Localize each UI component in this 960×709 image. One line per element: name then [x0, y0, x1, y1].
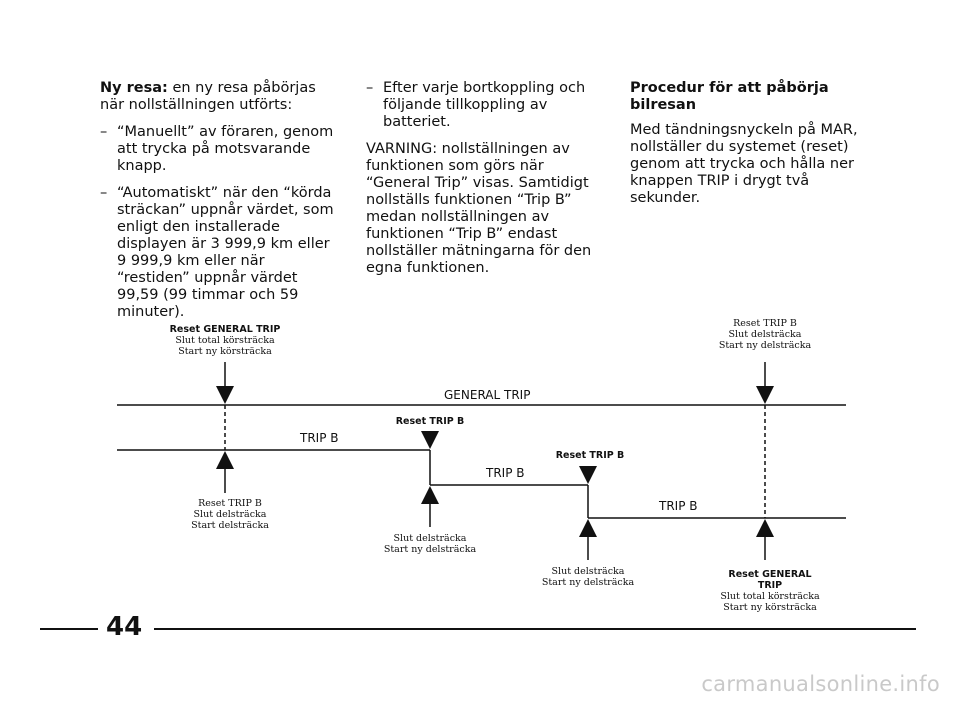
footer-rule-left	[40, 628, 98, 630]
footer-rule-right	[154, 628, 916, 630]
list-item-text: “Manuellt” av föraren, genom att trycka …	[117, 124, 334, 174]
trip-b-label: TRIP B	[486, 466, 525, 480]
annotation-reset-trip-b: Reset TRIP B	[380, 416, 480, 427]
list-item: –“Automatiskt” när den “körda sträckan” …	[100, 185, 334, 320]
annotation-title: Reset GENERAL TRIP	[169, 324, 281, 335]
annotation-line: Reset TRIP B	[198, 498, 262, 509]
annotation-line: Slut delsträcka	[728, 329, 802, 340]
list-item-text: “Automatiskt” när den “körda sträckan” u…	[117, 185, 334, 320]
annotation-line: Start ny delsträcka	[541, 577, 635, 588]
up-arrow-icon	[421, 486, 439, 527]
annotation-bottom-1: Reset TRIP B Slut delsträcka Start delst…	[170, 498, 290, 531]
new-trip-paragraph: Ny resa: en ny resa påbörjas när nollstä…	[100, 80, 340, 114]
page-number: 44	[106, 612, 143, 642]
annotation-line: Reset TRIP B	[733, 318, 797, 329]
annotation-line: Slut total körsträcka	[175, 335, 275, 346]
annotation-bottom-2: Slut delsträcka Start ny delsträcka	[370, 533, 490, 555]
warning-paragraph: VARNING: nollställningen av funktionen s…	[366, 141, 592, 276]
annotation-line: Start ny delsträcka	[718, 340, 812, 351]
middle-column: –Efter varje bortkoppling och följande t…	[366, 80, 598, 287]
general-trip-label: GENERAL TRIP	[444, 388, 531, 402]
annotation-bottom-3: Slut delsträcka Start ny delsträcka	[528, 566, 648, 588]
annotation-title: TRIP	[757, 580, 783, 591]
annotation-title: Reset TRIP B	[555, 450, 625, 461]
annotation-line: Start delsträcka	[191, 520, 269, 531]
new-trip-text: en ny resa påbörjas när nollställningen …	[100, 80, 316, 113]
annotation-top-right: Reset TRIP B Slut delsträcka Start ny de…	[700, 318, 830, 351]
annotation-top-left: Reset GENERAL TRIP Slut total körsträcka…	[145, 324, 305, 357]
trip-b-label: TRIP B	[300, 431, 339, 445]
annotation-bottom-4: Reset GENERAL TRIP Slut total körsträcka…	[700, 569, 840, 613]
annotation-line: Slut delsträcka	[393, 533, 467, 544]
up-arrow-icon	[579, 519, 597, 560]
annotation-line: Start ny körsträcka	[178, 346, 272, 357]
down-arrow-icon	[421, 431, 439, 449]
right-column: Procedur för att påbörja bilresan Med tä…	[630, 80, 860, 217]
new-trip-label: Ny resa:	[100, 80, 168, 96]
annotation-line: Slut total körsträcka	[720, 591, 820, 602]
left-column: Ny resa: en ny resa påbörjas när nollstä…	[100, 80, 340, 331]
down-arrow-icon	[216, 362, 234, 404]
annotation-title: Reset GENERAL	[728, 569, 812, 580]
annotation-line: Slut delsträcka	[551, 566, 625, 577]
annotation-line: Start ny körsträcka	[723, 602, 817, 613]
down-arrow-icon	[579, 466, 597, 484]
watermark: carmanualsonline.info	[701, 672, 940, 696]
up-arrow-icon	[216, 451, 234, 493]
procedure-text: Med tändningsnyckeln på MAR, nollställer…	[630, 122, 858, 206]
procedure-heading: Procedur för att påbörja bilresan	[630, 80, 829, 113]
annotation-line: Start ny delsträcka	[383, 544, 477, 555]
annotation-title: Reset TRIP B	[395, 416, 465, 427]
list-item: –Efter varje bortkoppling och följande t…	[366, 80, 586, 130]
list-item-text: Efter varje bortkoppling och följande ti…	[383, 80, 586, 130]
down-arrow-icon	[756, 362, 774, 404]
annotation-line: Slut delsträcka	[193, 509, 267, 520]
up-arrow-icon	[756, 519, 774, 560]
annotation-reset-trip-b: Reset TRIP B	[540, 450, 640, 461]
list-item: –“Manuellt” av föraren, genom att trycka…	[100, 124, 334, 174]
trip-b-label: TRIP B	[659, 499, 698, 513]
